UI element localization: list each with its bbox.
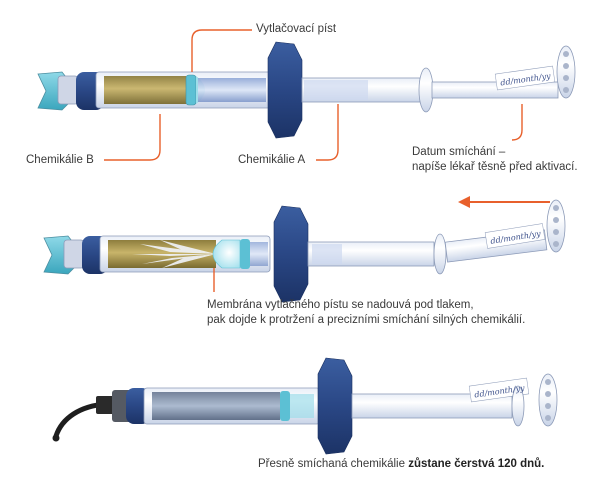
- syringe-2: [43, 196, 566, 303]
- callout-chem-b: [104, 114, 161, 161]
- syringe-1-disc: [418, 67, 434, 113]
- label-membrane-1: Membrána vytlačného pístu se nadouvá pod…: [207, 299, 474, 311]
- syringe-2-end-knob: [546, 199, 566, 253]
- label-fresh-prefix: Přesně smíchaná chemikálie: [258, 458, 409, 470]
- syringe-3: [52, 357, 558, 455]
- label-membrane-2: pak dojde k protržení a precizními smích…: [207, 314, 526, 326]
- label-fresh: Přesně smíchaná chemikálie zůstane čerst…: [258, 457, 544, 472]
- syringe-1: [37, 41, 576, 139]
- syringe-3-mixed-chemical: [152, 392, 280, 420]
- label-chem-a: Chemikálie A: [238, 154, 306, 166]
- label-date-2: napíše lékař těsně před aktivací.: [412, 161, 578, 173]
- syringe-1-chemical-a: [198, 78, 266, 102]
- label-piston: Vytlačovací píst: [256, 23, 337, 35]
- callout-piston: [191, 29, 252, 72]
- label-date-1: Datum smíchání –: [412, 146, 506, 158]
- label-chem-b: Chemikálie B: [26, 154, 94, 166]
- syringe-1-piston: [185, 74, 197, 106]
- syringe-1-date-label-bg: [494, 65, 556, 91]
- callout-date: [511, 104, 523, 141]
- callout-lines-1: [104, 29, 523, 161]
- syringe-3-flange: [317, 357, 353, 455]
- syringe-3-end-knob: [538, 373, 558, 427]
- syringe-3-disc: [511, 385, 525, 427]
- syringe-1-flange: [267, 41, 303, 139]
- syringe-1-chemical-b: [104, 76, 186, 104]
- syringe-2-flange: [273, 205, 309, 303]
- callout-chem-a: [316, 104, 339, 161]
- syringe-2-burst: [132, 240, 216, 268]
- syringe-1-end-knob: [556, 45, 576, 99]
- syringe-2-membrane-bubble: [212, 239, 241, 269]
- label-fresh-bold: zůstane čerstvá 120 dnů.: [408, 458, 545, 470]
